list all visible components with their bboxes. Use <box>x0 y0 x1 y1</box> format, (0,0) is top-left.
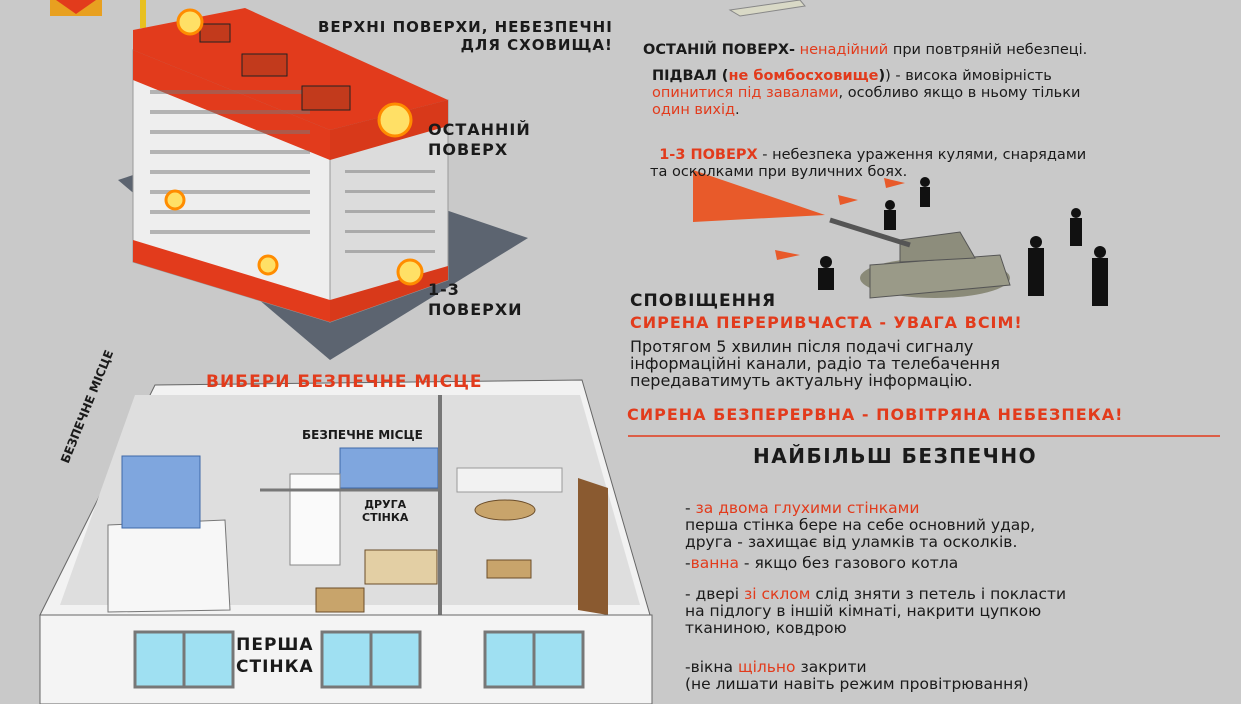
basement-risk-highlight: не бомбосховище <box>728 68 879 84</box>
item2-prefix: - <box>685 554 691 572</box>
safest-title: НАЙБІЛЬШ БЕЗПЕЧНО <box>753 444 1038 468</box>
floors-risk-title: 1-3 ПОВЕРХ <box>659 147 758 163</box>
item4-text: закрити <box>795 658 867 676</box>
item1-highlight: за двома глухими стінками <box>695 499 920 517</box>
last-floor-risk: ОСТАНІЙ ПОВЕРХ- ненадійний при повтряній… <box>643 42 1087 59</box>
apartment-icon <box>39 379 653 704</box>
emergency-logo-icon <box>50 0 146 28</box>
basement-risk-text: ) - висока ймовірність <box>885 68 1052 84</box>
floors-1-3-label: 1-3 ПОВЕРХИ <box>428 280 523 319</box>
basement-risk-close: ) <box>878 68 886 84</box>
basement-risk-end: . <box>735 102 740 118</box>
item3-prefix: - двері <box>685 585 744 603</box>
basement-risk-text2: , особливо якщо в ньому тільки <box>838 85 1081 101</box>
top-floors-label: ВЕРХНІ ПОВЕРХИ, НЕБЕЗПЕЧНІ ДЛЯ СХОВИЩА! <box>318 18 613 54</box>
last-floor-risk-text: при повтряній небезпеці. <box>892 42 1088 58</box>
first-wall-label: ПЕРША СТІНКА <box>236 635 314 677</box>
safe-place-top-label: БЕЗПЕЧНЕ МІСЦЕ <box>302 428 423 442</box>
item4-prefix: -вікна <box>685 658 738 676</box>
last-floor-label: ОСТАННІЙ ПОВЕРХ <box>428 120 531 159</box>
item3-text2: на підлогу в іншій кімнаті, накрити цупк… <box>685 602 1042 637</box>
missile-icon <box>728 0 806 17</box>
siren-intermittent: СИРЕНА ПЕРЕРИВЧАСТА - УВАГА ВСІМ! <box>630 313 1023 332</box>
item4-highlight: щільно <box>737 658 796 676</box>
safest-item-two-walls: - за двома глухими стінками перша стінка… <box>685 483 1035 551</box>
choose-place-label: ВИБЕРИ БЕЗПЕЧНЕ МІСЦЕ <box>206 372 483 392</box>
street-fight-icon <box>693 170 1108 306</box>
safest-item-bath: -ванна - якщо без газового котла <box>685 555 958 572</box>
item4-text2: (не лишати навіть режим провітрювання) <box>685 675 1029 693</box>
floors-risk-text: - небезпека ураження кулями, снарядами т… <box>650 147 1087 180</box>
basement-risk-title: ПІДВАЛ ( <box>652 68 729 84</box>
last-floor-risk-highlight: ненадійний <box>799 42 889 58</box>
basement-risk: ПІДВАЛ (не бомбосховище)) - висока ймові… <box>652 68 1207 119</box>
item3-text: слід зняти з петель і покласти <box>810 585 1067 603</box>
second-wall-label: ДРУГА СТІНКА <box>362 498 409 524</box>
basement-risk-exit: один вихід <box>652 102 736 118</box>
item1-prefix: - <box>685 499 696 517</box>
explosion-icons <box>164 8 424 286</box>
item2-text: - якщо без газового котла <box>739 554 959 572</box>
floors-risk: 1-3 ПОВЕРХ - небезпека ураження кулями, … <box>650 130 1086 181</box>
item1-text: перша стінка бере на себе основний удар,… <box>685 516 1036 551</box>
notification-info: Протягом 5 хвилин після подачі сигналу і… <box>630 337 1000 390</box>
last-floor-risk-title: ОСТАНІЙ ПОВЕРХ- <box>643 42 796 58</box>
safest-item-windows: -вікна щільно закрити (не лишати навіть … <box>685 659 1029 693</box>
item3-highlight: зі склом <box>743 585 811 603</box>
safest-item-glass-doors: - двері зі склом слід зняти з петель і п… <box>685 586 1066 637</box>
notification-title: СПОВІЩЕННЯ <box>630 291 777 311</box>
siren-continuous: СИРЕНА БЕЗПЕРЕРВНА - ПОВІТРЯНА НЕБЕЗПЕКА… <box>627 405 1124 424</box>
basement-risk-collapse: опинитися під завалами <box>652 85 839 101</box>
item2-highlight: ванна <box>690 554 739 572</box>
